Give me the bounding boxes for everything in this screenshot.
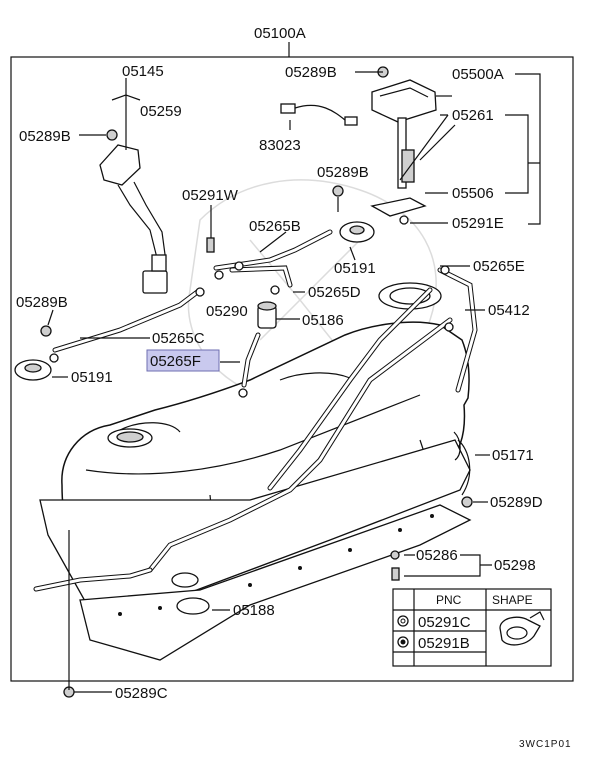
hose-05265d xyxy=(229,265,293,288)
label-05412: 05412 xyxy=(488,302,530,319)
frame-border xyxy=(10,56,574,682)
check-valve xyxy=(257,301,277,329)
label-05289c: 05289C xyxy=(115,685,168,702)
label-05188: 05188 xyxy=(233,602,275,619)
label-05289b-top: 05289B xyxy=(285,64,337,81)
label-05265b: 05265B xyxy=(249,218,301,235)
bolts xyxy=(40,66,473,698)
label-05298: 05298 xyxy=(494,557,536,574)
table-row-05291b: 05291B xyxy=(418,635,470,652)
label-05265c: 05265C xyxy=(152,330,205,347)
highlight-box xyxy=(146,349,220,372)
label-05265d: 05265D xyxy=(308,284,361,301)
table-row-05291c: 05291C xyxy=(418,614,471,631)
label-05500a: 05500A xyxy=(452,66,504,83)
fuel-lines xyxy=(33,287,453,592)
hose-band xyxy=(171,572,210,615)
washer-icon-solid xyxy=(397,636,409,648)
hose-05265f xyxy=(241,332,261,388)
leader-lines xyxy=(47,71,541,693)
hose-05265b xyxy=(213,229,333,271)
label-05191-top: 05191 xyxy=(334,260,376,277)
hose-clamp-icon xyxy=(499,611,545,646)
gauge-cap-left xyxy=(14,359,52,381)
label-05265f: 05265F xyxy=(150,353,201,370)
shape-table: PNC SHAPE 05291C 05291B xyxy=(392,588,552,667)
figure-code: 3WC1P01 xyxy=(519,739,572,750)
hose-05265c xyxy=(52,287,203,353)
label-05265e: 05265E xyxy=(473,258,525,275)
label-05506: 05506 xyxy=(452,185,494,202)
label-05171: 05171 xyxy=(492,447,534,464)
hose-05265e xyxy=(437,267,478,393)
table-header-shape: SHAPE xyxy=(492,593,533,607)
label-05261: 05261 xyxy=(452,107,494,124)
label-05191-left: 05191 xyxy=(71,369,113,386)
label-83023: 83023 xyxy=(259,137,301,154)
label-05291e: 05291E xyxy=(452,215,504,232)
label-05291w: 05291W xyxy=(182,187,239,204)
filler-ring xyxy=(378,282,442,310)
washer-icon-open xyxy=(397,615,409,627)
fuel-sender xyxy=(99,144,168,294)
label-05145: 05145 xyxy=(122,63,164,80)
tank-skid-plate xyxy=(39,431,472,661)
label-05290: 05290 xyxy=(206,303,248,320)
wire-harness xyxy=(280,103,358,126)
label-05289b-mid: 05289B xyxy=(317,164,369,181)
label-05289b-lower: 05289B xyxy=(16,294,68,311)
table-header-pnc: PNC xyxy=(436,593,462,607)
fuel-pump-assembly xyxy=(370,79,452,225)
part-labels: 05100A 05145 05259 05289B 05289B 83023 0… xyxy=(16,25,543,702)
label-05289b-left: 05289B xyxy=(19,128,71,145)
label-05100a: 05100A xyxy=(254,25,306,42)
label-05286: 05286 xyxy=(416,547,458,564)
label-05289d: 05289D xyxy=(490,494,543,511)
label-05186: 05186 xyxy=(302,312,344,329)
gauge-cap-right xyxy=(339,221,375,243)
label-05259: 05259 xyxy=(140,103,182,120)
